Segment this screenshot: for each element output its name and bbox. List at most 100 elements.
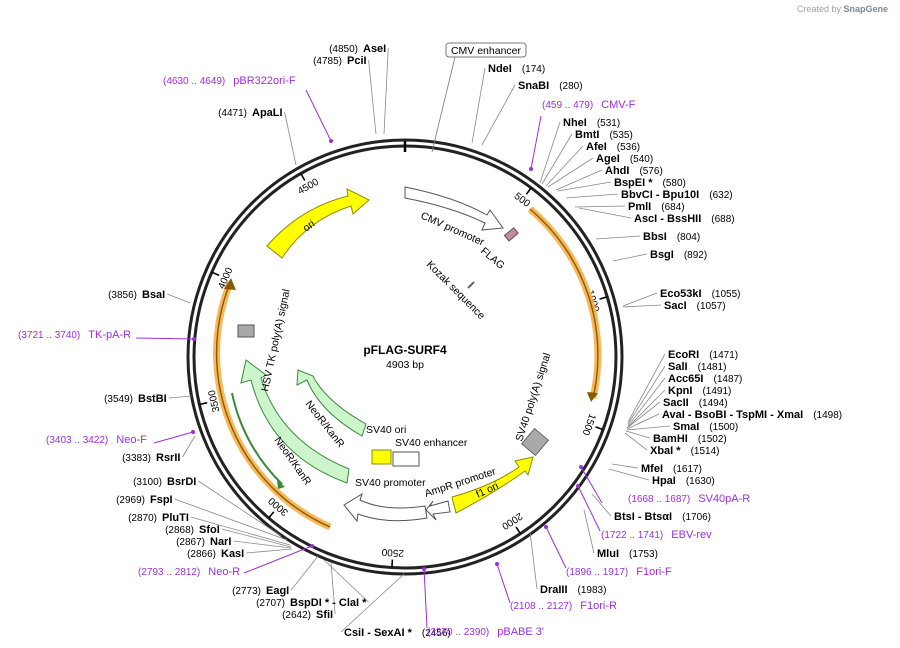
site-leader-30 — [611, 463, 639, 469]
primer-name-1: CMV-F — [601, 99, 636, 111]
site-coord-43: (1983) — [578, 585, 607, 596]
site-name-11: BbvCI - Bpu10I — [621, 189, 699, 201]
primer-name-6: F1ori-F — [636, 566, 672, 578]
site-name-37: KasI — [221, 548, 244, 560]
site-name-1: PciI — [347, 55, 367, 67]
site-coord-40: (2773) — [232, 586, 261, 597]
primer-leader-1 — [530, 115, 542, 170]
kozak-feature — [467, 281, 475, 289]
snapgene-logo: SnapGene — [843, 4, 888, 14]
site-coord-3: (280) — [559, 81, 582, 92]
site-coord-8: (540) — [630, 154, 653, 165]
primer-name-9: pBABE 3' — [497, 626, 544, 638]
cmv-promoter-feature — [404, 186, 504, 231]
site-leader-17 — [622, 304, 662, 308]
site-coord-34: (2870) — [128, 513, 157, 524]
site-coord-35: (2868) — [165, 525, 194, 536]
primer-range-6: (1896 .. 1917) — [566, 567, 628, 578]
site-leader-15 — [612, 253, 648, 262]
primer-leader-5 — [577, 485, 601, 532]
site-leader-0 — [383, 47, 389, 135]
site-leader-38 — [591, 493, 612, 517]
site-name-27: XbaI * — [650, 445, 681, 457]
site-coord-2: (174) — [522, 64, 545, 75]
primer-labels: (4630 .. 4649)pBR322ori-F(459 .. 479)CMV… — [18, 75, 750, 638]
site-coord-25: (1500) — [709, 422, 738, 433]
site-coord-39: (1753) — [629, 549, 658, 560]
site-name-36: NarI — [210, 536, 231, 548]
site-coord-30: (1617) — [673, 464, 702, 475]
site-leader-27 — [624, 432, 648, 451]
site-coord-18: (3856) — [108, 290, 137, 301]
site-name-44: CsiI - SexAI * — [344, 627, 413, 639]
site-coord-32: (3100) — [133, 477, 162, 488]
site-coord-12: (684) — [661, 202, 684, 213]
tick-label-2: 1500 — [579, 412, 597, 437]
site-leader-18 — [167, 293, 191, 304]
site-leader-40 — [290, 555, 319, 591]
primer-range-1: (459 .. 479) — [542, 100, 593, 111]
site-name-41: BspDI * - ClaI * — [290, 597, 367, 609]
site-leader-10 — [557, 181, 612, 192]
site-leader-25 — [626, 425, 671, 431]
site-name-26: BamHI — [653, 433, 688, 445]
site-name-16: Eco53kI — [660, 288, 702, 300]
sv40-promoter-label: SV40 promoter — [355, 477, 426, 489]
site-leader-1 — [368, 59, 377, 135]
tick-label-0: 500 — [512, 191, 532, 210]
site-coord-15: (892) — [684, 250, 707, 261]
site-name-32: BsrDI — [167, 476, 196, 488]
site-coord-14: (804) — [677, 232, 700, 243]
primer-site-7 — [310, 544, 314, 548]
site-leader-39 — [583, 509, 595, 554]
ampr-promoter-feature — [425, 500, 451, 521]
site-name-18: BsaI — [142, 289, 165, 301]
primer-range-7: (2793 .. 2812) — [138, 567, 200, 578]
primer-leader-6 — [545, 526, 567, 569]
site-name-5: NheI — [563, 117, 587, 129]
site-leader-16 — [622, 292, 658, 307]
site-leader-21 — [627, 377, 666, 427]
primer-site-8 — [495, 562, 499, 566]
f1-ori-feature — [451, 456, 534, 514]
primer-name-2: TK-pA-R — [88, 329, 131, 341]
primer-name-0: pBR322ori-F — [233, 75, 296, 87]
ori-feature — [266, 188, 370, 259]
site-coord-19: (1471) — [709, 350, 738, 361]
site-leader-35 — [221, 528, 292, 548]
tick-mark-7 — [211, 271, 220, 277]
site-leader-34 — [190, 516, 291, 546]
plasmid-name: pFLAG-SURF4 — [363, 343, 447, 357]
site-name-17: SacI — [664, 300, 687, 312]
site-leader-8 — [547, 157, 594, 188]
site-coord-22: (1491) — [702, 386, 731, 397]
primer-site-1 — [529, 167, 533, 171]
sv40-promoter-feature — [343, 492, 428, 523]
site-name-40: EagI — [266, 585, 289, 597]
site-name-25: SmaI — [673, 421, 699, 433]
site-leader-2 — [471, 67, 486, 144]
site-coord-28: (3549) — [104, 394, 133, 405]
site-name-23: SacII — [663, 397, 689, 409]
site-coord-38: (1706) — [682, 512, 711, 523]
site-name-13: AscI - BssHII — [634, 213, 701, 225]
site-coord-5: (531) — [597, 118, 620, 129]
credit-prefix: Created by — [796, 4, 841, 14]
site-leader-7 — [545, 145, 584, 187]
orf-2-arrow — [224, 278, 236, 290]
site-leader-9 — [555, 169, 603, 191]
site-name-42: SfiI — [316, 609, 333, 621]
site-name-30: MfeI — [641, 463, 663, 475]
site-leader-14 — [595, 235, 641, 240]
site-name-20: SalI — [668, 361, 688, 373]
site-coord-42: (2642) — [282, 610, 311, 621]
site-leader-12 — [574, 205, 626, 208]
site-leader-19 — [627, 353, 666, 423]
primer-site-4 — [579, 465, 583, 469]
site-leader-42 — [330, 562, 336, 615]
tick-label-3: 2000 — [499, 510, 524, 532]
site-coord-44: (2456) — [422, 628, 451, 639]
site-coord-4: (4471) — [218, 108, 247, 119]
site-coord-7: (536) — [617, 142, 640, 153]
primer-site-9 — [422, 567, 426, 571]
